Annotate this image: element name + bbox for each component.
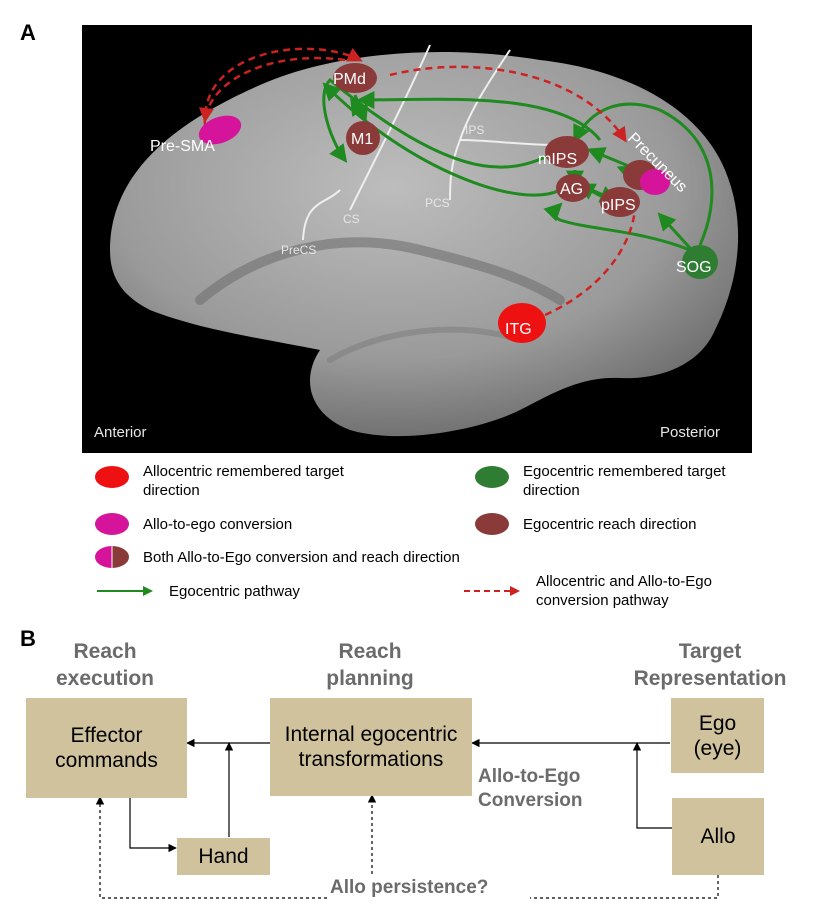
m1-label: M1 [351,131,373,148]
panel-a-letter: A [20,20,36,45]
legend-swatch-magenta [95,513,129,535]
itg-label: ITG [505,321,532,338]
stage-target: Target Representation [633,640,787,690]
cs-sulcus [349,44,431,211]
legend-ego-reach: Egocentric reach direction [475,513,775,535]
effector-commands-box: Effector commands [26,698,187,798]
stage-planning: Reach planning [326,640,414,690]
legend-allo-pathway: Allocentric and Allo-to-Ego conversion p… [462,572,802,610]
legend-allo-pathway-text: Allocentric and Allo-to-Ego conversion p… [536,573,712,609]
internal-transformations-box: Internal egocentric transformations [270,698,472,796]
green-arrow-icon [97,586,153,596]
itg-blob [498,303,546,343]
mips-blob [545,136,589,168]
legend-allo-to-ego-text: Allo-to-ego conversion [143,516,293,533]
legend-allocentric-text: Allocentric remembered target direction [143,463,344,499]
pcs-sulcus [449,49,511,201]
ips-sulcus [459,139,556,146]
allo-box: Allo [672,798,764,875]
legend-egocentric-target: Egocentric remembered target direction [475,462,745,500]
m1-blob [346,121,380,155]
legend-allocentric: Allocentric remembered target direction [95,462,345,500]
legend-both: Both Allo-to-Ego conversion and reach di… [95,546,565,568]
conversion-note: Allo-to-Ego Conversion [478,766,583,811]
stage-execution: Reach execution [55,640,155,690]
legend-both-text: Both Allo-to-Ego conversion and reach di… [143,549,460,566]
mips-label: mIPS [538,151,577,168]
hand-box: Hand [177,838,270,875]
ag-label: AG [560,181,583,198]
ego-eye-box: Ego (eye) [671,698,764,773]
anterior-label: Anterior [94,424,147,441]
ag-blob [556,174,590,202]
ips-label: IPS [465,123,484,137]
legend-allo-to-ego: Allo-to-ego conversion [95,513,425,535]
legend-egocentric-target-text: Egocentric remembered target direction [523,463,726,499]
legend-ego-reach-text: Egocentric reach direction [523,516,697,533]
legend-swatch-red [95,466,129,488]
red-dashed-arrow-icon [464,586,520,596]
legend-swatch-green [475,466,509,488]
panel-b-letter: B [20,626,36,651]
persistence-note: Allo persistence? [330,876,530,900]
sog-label: SOG [676,259,712,276]
pmd-label: PMd [333,71,366,88]
pre-sma-blob [198,115,242,145]
legend-ego-pathway-text: Egocentric pathway [169,583,300,600]
sog-blob [682,245,718,279]
pips-blob [600,187,640,217]
pcs-label: PCS [425,196,450,210]
pre-sma-label: Pre-SMA [150,138,215,155]
precs-label: PreCS [281,243,316,257]
precuneus-blob-conversion [640,169,670,195]
cs-label: CS [343,212,360,226]
pips-label: pIPS [601,197,636,214]
posterior-label: Posterior [660,424,720,441]
precs-sulcus [302,189,341,241]
pmd-blob [333,63,377,93]
legend-ego-pathway: Egocentric pathway [95,581,395,601]
legend-swatch-split [95,546,129,568]
legend-swatch-maroon [475,513,509,535]
